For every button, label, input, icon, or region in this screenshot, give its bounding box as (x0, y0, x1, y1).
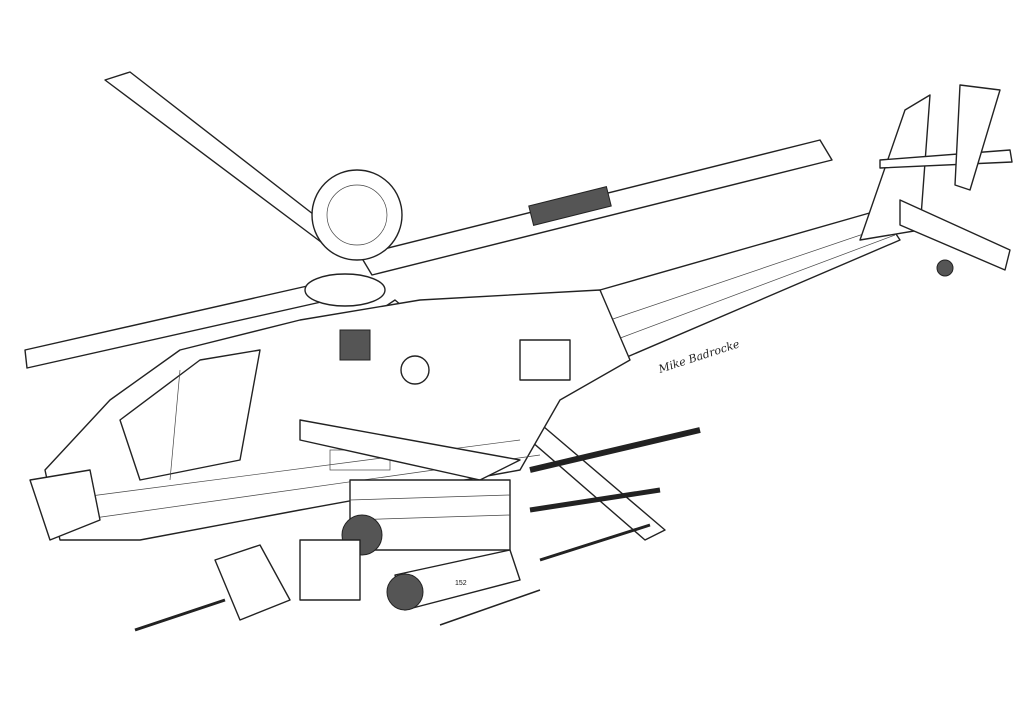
nose-sensor-turret (29, 469, 101, 541)
rotor-hub-detail-inset (311, 169, 403, 261)
tail-rotor-blade-2 (954, 84, 1001, 191)
tail-boom (599, 209, 901, 361)
tail-assembly (599, 84, 1013, 361)
missile-cluster (529, 487, 661, 513)
artist-signature: Mike Badrocke (656, 337, 742, 376)
callout-rocket-pod: 152 (455, 580, 467, 587)
cockpit-canopy (119, 349, 261, 481)
chain-gun-barrel (134, 598, 226, 632)
fuselage (29, 289, 631, 541)
engine-intake (400, 355, 430, 385)
engine-component (339, 329, 371, 361)
rocket-pod-tubes (386, 573, 424, 611)
stinger-missile (529, 427, 701, 473)
ammunition-boxes (299, 539, 361, 601)
blade-panel (528, 186, 612, 226)
horizontal-stabilizer (899, 199, 1011, 271)
chain-gun-turret (214, 544, 291, 621)
flechette-rocket (439, 589, 541, 626)
weapons: 152 (134, 427, 701, 632)
engine-nacelle (519, 339, 571, 381)
rotor-blade-rear-left (104, 71, 341, 246)
tail-wheel (936, 259, 954, 277)
rocket (539, 523, 651, 562)
rotor-hub (304, 273, 386, 307)
